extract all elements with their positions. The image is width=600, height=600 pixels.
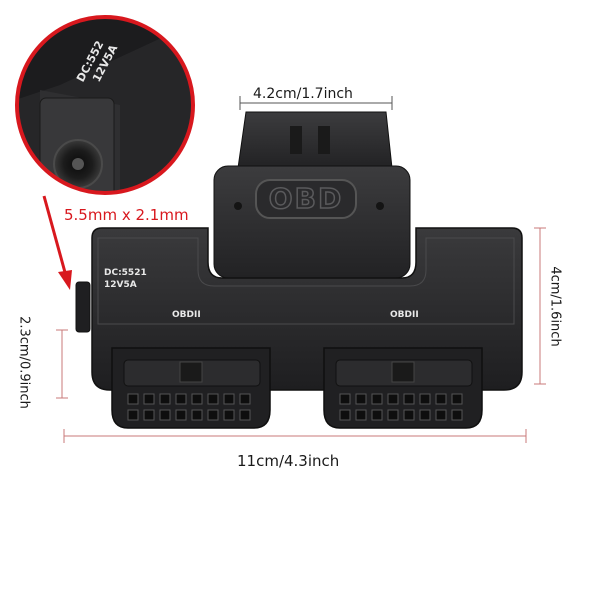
bottom-dimension-line: [63, 429, 527, 443]
connector-pin: [175, 393, 187, 405]
connector-pin: [239, 393, 251, 405]
connector-pin: [355, 409, 367, 421]
connector-pin: [371, 409, 383, 421]
connector-pin: [239, 409, 251, 421]
connector-pin: [435, 393, 447, 405]
connector-pin: [143, 409, 155, 421]
connector-pin: [419, 393, 431, 405]
port-left-label: OBDII: [172, 310, 201, 320]
right-dimension-line: [534, 227, 546, 385]
connector-pin: [127, 409, 139, 421]
top-width-label: 4.2cm/1.7inch: [253, 86, 353, 102]
connector-pin: [207, 409, 219, 421]
connector-pin: [451, 393, 463, 405]
connector-pin: [419, 409, 431, 421]
connector-pin: [207, 393, 219, 405]
connector-pin: [127, 393, 139, 405]
obd-port-right-pins: [339, 393, 463, 421]
connector-pin: [191, 393, 203, 405]
obd-port-right: [323, 347, 483, 429]
connector-pin: [191, 409, 203, 421]
dc-jack-zoom-inset: [15, 15, 195, 195]
port-right-label: OBDII: [390, 310, 419, 320]
dc-jack-size-label: 5.5mm x 2.1mm: [64, 206, 189, 224]
right-height-label: 4cm/1.6inch: [547, 266, 563, 347]
top-dimension-line: [239, 96, 393, 110]
connector-pin: [387, 409, 399, 421]
left-height-label: 2.3cm/0.9inch: [16, 316, 32, 409]
obd-male-plug: [213, 111, 411, 279]
connector-pin: [159, 409, 171, 421]
connector-pin: [159, 393, 171, 405]
red-pointer-arrow: [42, 195, 72, 290]
connector-pin: [175, 409, 187, 421]
obd-emboss-label: OBD: [268, 181, 344, 216]
body-dc-print-line2: 12V5A: [104, 280, 137, 290]
connector-pin: [223, 393, 235, 405]
obd-port-left: [111, 347, 271, 429]
connector-pin: [339, 393, 351, 405]
connector-pin: [339, 409, 351, 421]
connector-pin: [223, 409, 235, 421]
connector-pin: [371, 393, 383, 405]
connector-pin: [403, 393, 415, 405]
left-dimension-line: [56, 329, 68, 399]
obd-port-left-pins: [127, 393, 251, 421]
connector-pin: [355, 393, 367, 405]
connector-pin: [387, 393, 399, 405]
connector-pin: [451, 409, 463, 421]
body-dc-print-line1: DC:5521: [104, 268, 147, 278]
connector-pin: [403, 409, 415, 421]
connector-pin: [435, 409, 447, 421]
bottom-length-label: 11cm/4.3inch: [237, 452, 340, 470]
connector-pin: [143, 393, 155, 405]
